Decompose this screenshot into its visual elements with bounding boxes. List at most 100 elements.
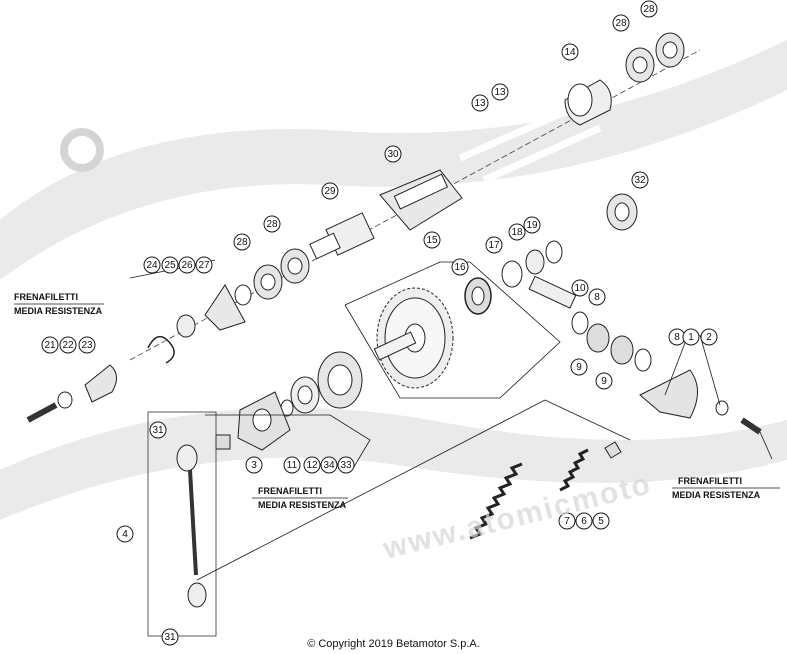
callout-label: 6 — [581, 516, 587, 527]
callout-28: 28 — [233, 233, 251, 251]
callout-15: 15 — [423, 231, 441, 249]
washer-17-18-19 — [501, 240, 563, 288]
svg-text:MEDIA RESISTENZA: MEDIA RESISTENZA — [14, 306, 103, 316]
bearing-28-top — [625, 32, 685, 83]
callout-label: 12 — [306, 460, 318, 471]
callout-label: 31 — [164, 632, 176, 643]
callout-label: 26 — [181, 260, 193, 271]
callout-30: 30 — [384, 145, 402, 163]
callout-34: 34 — [320, 456, 338, 474]
bearing-28-left — [253, 248, 310, 300]
callout-label: 9 — [576, 362, 582, 373]
callout-8: 8 — [588, 288, 606, 306]
svg-text:FRENAFILETTI: FRENAFILETTI — [258, 486, 322, 496]
callout-26: 26 — [178, 256, 196, 274]
callout-22: 22 — [59, 336, 77, 354]
callout-label: 19 — [526, 220, 538, 231]
callout-label: 28 — [236, 237, 248, 248]
callout-label: 21 — [44, 340, 56, 351]
callout-label: 7 — [564, 516, 570, 527]
callout-label: 23 — [81, 340, 93, 351]
callout-17: 17 — [485, 236, 503, 254]
callout-32: 32 — [631, 171, 649, 189]
callout-33: 33 — [337, 456, 355, 474]
callout-label: 34 — [323, 460, 335, 471]
callout-label: 5 — [598, 516, 604, 527]
svg-text:MEDIA RESISTENZA: MEDIA RESISTENZA — [672, 490, 761, 500]
callout-label: 1 — [688, 332, 694, 343]
callout-12: 12 — [303, 456, 321, 474]
gear-15 — [373, 287, 454, 389]
callout-label: 2 — [706, 332, 712, 343]
svg-text:FRENAFILETTI: FRENAFILETTI — [678, 476, 742, 486]
note-frenafiletti-left: FRENAFILETTI MEDIA RESISTENZA — [14, 292, 104, 316]
callout-label: 25 — [164, 260, 176, 271]
callout-19: 19 — [523, 216, 541, 234]
callout-label: 13 — [474, 98, 486, 109]
callout-label: 16 — [454, 262, 466, 273]
callout-label: 28 — [643, 4, 655, 15]
callout-label: 29 — [324, 186, 336, 197]
shift-drum-14 — [564, 79, 612, 126]
shaft-17 — [528, 275, 577, 309]
drum-29 — [309, 212, 375, 260]
callout-label: 22 — [62, 340, 74, 351]
callout-28: 28 — [263, 215, 281, 233]
callout-label: 13 — [494, 87, 506, 98]
callout-29: 29 — [321, 182, 339, 200]
callout-13: 13 — [471, 94, 489, 112]
callout-label: 15 — [426, 235, 438, 246]
callout-14: 14 — [561, 43, 579, 61]
callout-label: 9 — [601, 376, 607, 387]
callout-18: 18 — [508, 223, 526, 241]
callout-label: 30 — [387, 149, 399, 160]
callout-5: 5 — [592, 512, 610, 530]
callout-31: 31 — [161, 628, 179, 646]
needle-bearings-9 — [571, 311, 652, 372]
callout-label: 33 — [340, 460, 352, 471]
bearing-32 — [606, 193, 638, 231]
springs-5-6-7 — [469, 441, 622, 540]
callout-24: 24 — [143, 256, 161, 274]
linkage-rod-4 — [147, 411, 217, 637]
callout-label: 11 — [287, 460, 298, 471]
callout-9: 9 — [595, 372, 613, 390]
callout-label: 14 — [564, 47, 576, 58]
callout-label: 18 — [511, 227, 523, 238]
svg-text:FRENAFILETTI: FRENAFILETTI — [14, 292, 78, 302]
callout-label: 28 — [266, 219, 278, 230]
callout-13: 13 — [491, 83, 509, 101]
callout-28: 28 — [640, 0, 658, 18]
callout-4: 4 — [116, 525, 134, 543]
callout-7: 7 — [558, 512, 576, 530]
callout-label: 31 — [152, 425, 164, 436]
note-frenafiletti-center: FRENAFILETTI MEDIA RESISTENZA — [252, 486, 348, 510]
callout-label: 24 — [146, 260, 158, 271]
callout-label: 8 — [674, 332, 680, 343]
fork-30 — [379, 169, 463, 231]
callout-10: 10 — [571, 279, 589, 297]
watermark-logo — [0, 40, 787, 520]
callout-label: 28 — [615, 18, 627, 29]
spring-24-assembly — [147, 284, 252, 364]
callout-21: 21 — [41, 336, 59, 354]
thrust-bearing-16 — [464, 277, 492, 315]
callout-label: 17 — [488, 240, 500, 251]
star-cam-3 — [215, 391, 291, 451]
callout-2: 2 — [700, 328, 718, 346]
bearings-33-34 — [280, 351, 363, 417]
callout-1: 1 — [682, 328, 700, 346]
callout-label: 8 — [594, 292, 600, 303]
note-frenafiletti-right: FRENAFILETTI MEDIA RESISTENZA — [672, 476, 780, 500]
callout-28: 28 — [612, 14, 630, 32]
callout-9: 9 — [570, 358, 588, 376]
callout-11: 11 — [283, 456, 301, 474]
callout-label: 27 — [198, 260, 210, 271]
callout-3: 3 — [245, 456, 263, 474]
callout-23: 23 — [78, 336, 96, 354]
lever-23-bolt-21 — [26, 364, 117, 423]
callout-label: 10 — [574, 283, 586, 294]
callout-label: 3 — [251, 460, 257, 471]
